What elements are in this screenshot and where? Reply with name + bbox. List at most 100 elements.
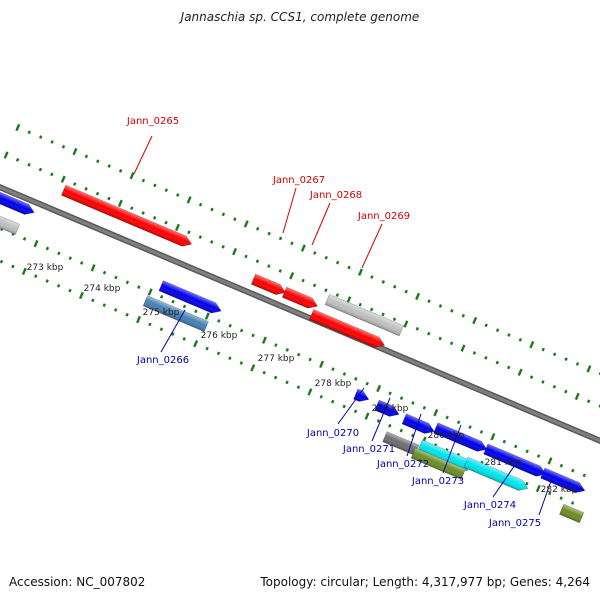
- scale-tick: [171, 299, 175, 304]
- scale-tick: [15, 158, 20, 162]
- scale-tick: [324, 288, 328, 293]
- scale-tick: [72, 182, 77, 186]
- gene-jann-0267-shade: [251, 274, 286, 295]
- gene-jann-0274b-shade: [411, 448, 466, 480]
- scale-tick: [125, 312, 129, 317]
- scale-tick: [72, 147, 78, 156]
- gene-label-jann_0272: Jann_0272: [376, 459, 429, 470]
- scale-tick: [411, 401, 415, 405]
- scale-tick: [559, 496, 563, 501]
- scale-tick: [300, 244, 306, 252]
- scale-tick: [171, 332, 175, 336]
- scale-tick: [376, 384, 382, 393]
- scale-tick: [564, 357, 568, 361]
- scale-tick: [324, 255, 328, 260]
- scale-tick: [422, 405, 427, 410]
- scale-tick: [331, 367, 335, 372]
- scale-tick: [129, 172, 135, 180]
- scale-tick: [261, 336, 267, 344]
- scale-tick: [484, 323, 488, 328]
- scale-tick: [216, 351, 221, 356]
- scale-tick: [45, 246, 50, 251]
- gene-blue-right: [540, 467, 586, 494]
- scale-tick: [102, 303, 106, 307]
- scale-tick: [301, 278, 305, 283]
- scale-tick: [529, 375, 534, 379]
- label-leader-lines: [133, 135, 552, 516]
- scale-tick: [187, 230, 191, 235]
- gene-jann-0266: [142, 295, 209, 332]
- scale-tick: [164, 188, 168, 193]
- scale-tick: [472, 316, 478, 325]
- scale-tick: [370, 275, 374, 279]
- scale-tick: [141, 211, 145, 215]
- leader-jann_0271: [371, 397, 391, 442]
- scale-tick: [445, 415, 449, 420]
- gene-label-jann_0266: Jann_0266: [136, 355, 189, 366]
- scale-tick: [285, 348, 289, 352]
- leader-jann_0273: [442, 424, 462, 474]
- leader-jann_0274: [492, 464, 516, 498]
- scale-tick: [90, 264, 96, 272]
- kbp-label: 278 kbp: [315, 379, 352, 389]
- scale-tick: [319, 360, 325, 369]
- scale-tick: [78, 291, 84, 300]
- scale-tick: [278, 269, 282, 273]
- leader-jann_0275: [538, 480, 552, 516]
- scale-tick: [50, 172, 54, 177]
- gene-jann-0270-shade: [353, 388, 369, 402]
- scale-tick: [176, 193, 180, 197]
- gene-label-jann_0274: Jann_0274: [463, 500, 516, 511]
- scale-tick: [153, 183, 157, 188]
- kbp-label: 281 kbp: [485, 458, 522, 468]
- scale-tick: [547, 457, 553, 465]
- scale-tick: [536, 454, 541, 458]
- scale-tick: [193, 340, 199, 348]
- leader-jann_0267: [282, 187, 297, 234]
- scale-tick: [186, 196, 192, 204]
- map-title: Jannaschia sp. CCS1, complete genome: [180, 10, 420, 24]
- scale-tick: [56, 283, 61, 288]
- scale-tick: [525, 449, 529, 454]
- scale-tick: [80, 261, 84, 265]
- scale-tick: [427, 331, 431, 336]
- scale-tick: [347, 265, 351, 270]
- scale-tick: [495, 360, 499, 365]
- kbp-label: 275 kbp: [143, 308, 180, 318]
- scale-tick: [15, 123, 21, 132]
- scale-tick: [210, 207, 214, 212]
- scale-tick: [393, 284, 397, 289]
- scale-tick: [3, 151, 9, 159]
- scale-tick: [399, 428, 403, 433]
- scale-tick: [376, 419, 381, 423]
- gene-jann-0266-shade: [143, 295, 209, 332]
- genome-summary: Topology: circular; Length: 4,317,977 bp…: [260, 575, 590, 589]
- scale-tick: [381, 312, 385, 317]
- scale-tick: [61, 144, 66, 149]
- scale-tick: [586, 399, 591, 404]
- scale-tick: [21, 267, 27, 276]
- scale-tick: [354, 376, 358, 381]
- kbp-label: 277 kbp: [258, 354, 295, 364]
- scale-tick: [221, 212, 226, 217]
- scale-tick: [243, 220, 249, 228]
- scale-tick: [358, 268, 363, 276]
- scale-tick: [525, 481, 529, 486]
- gene-label-jann_0275: Jann_0275: [488, 518, 541, 529]
- gene-label-jann_0265: Jann_0265: [126, 116, 179, 127]
- gene-jann-0273-shade: [382, 431, 420, 456]
- scale-tick: [364, 412, 370, 420]
- gene-jann-0271-shade: [374, 400, 399, 417]
- gene-silver-left: [0, 200, 21, 235]
- scale-tick: [136, 315, 142, 324]
- scale-tick: [331, 399, 335, 404]
- scale-tick: [244, 254, 248, 259]
- scale-tick: [159, 294, 164, 299]
- gene-jann-0271: [374, 399, 400, 417]
- scale-tick: [198, 235, 203, 239]
- scale-tick: [296, 385, 301, 390]
- gene-jann-0269-shade: [309, 309, 385, 348]
- scale-tick: [0, 259, 4, 264]
- gene-jann-0268-shade: [282, 287, 318, 309]
